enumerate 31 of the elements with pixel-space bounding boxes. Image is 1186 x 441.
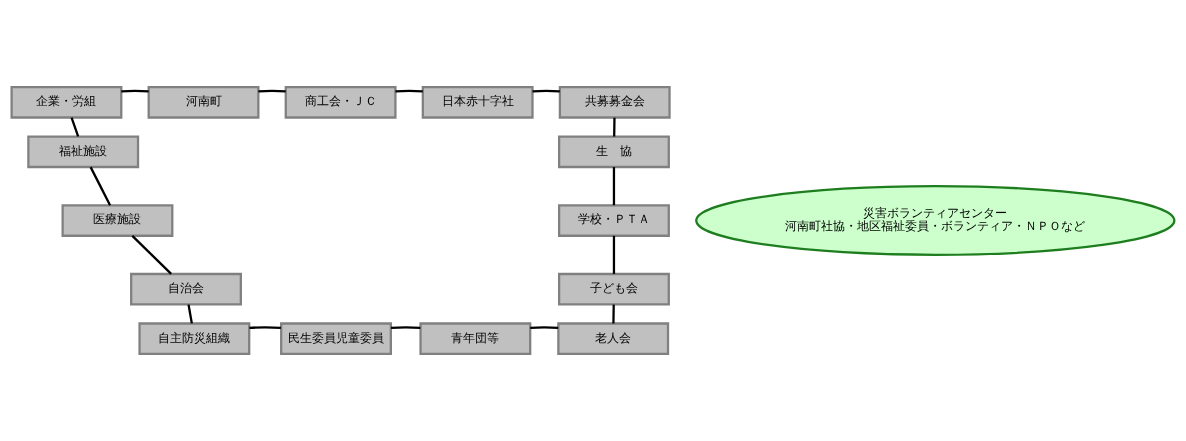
connector (187, 304, 193, 324)
node-box: 日本赤十字社 (421, 85, 534, 119)
node-box: 自治会 (130, 272, 242, 306)
connector (612, 167, 616, 206)
connector (249, 326, 281, 329)
connector (613, 117, 616, 137)
connector (395, 89, 423, 93)
connector (390, 326, 421, 329)
node-box: 生 協 (558, 135, 670, 169)
connector (532, 89, 560, 93)
node-box: 老人会 (557, 322, 670, 356)
node-box: 自主防災組織 (138, 322, 251, 356)
node-box: 医療施設 (61, 204, 174, 237)
connector (530, 326, 559, 329)
connector (70, 117, 80, 137)
connector (89, 166, 112, 206)
node-box: 河南町 (147, 85, 260, 119)
node-box: 企業・労組 (10, 85, 123, 119)
node-box: 青年団等 (419, 322, 532, 356)
node-box: 民生委員児童委員 (280, 322, 392, 356)
connector (258, 89, 286, 93)
node-box: 福祉施設 (27, 135, 140, 169)
node-ellipse: 災害ボランティアセンター 河南町社協・地区福祉委員・ボランティア・ＮＰＯなど (695, 185, 1176, 256)
node-box: 子ども会 (558, 272, 670, 306)
connector (131, 235, 172, 275)
node-box: 商工会・ＪＣ (284, 85, 397, 119)
connector (612, 304, 615, 324)
node-box: 共募募金会 (558, 85, 671, 119)
connector (612, 235, 616, 274)
connector (121, 89, 149, 93)
node-box: 学校・ＰＴＡ (558, 204, 670, 237)
